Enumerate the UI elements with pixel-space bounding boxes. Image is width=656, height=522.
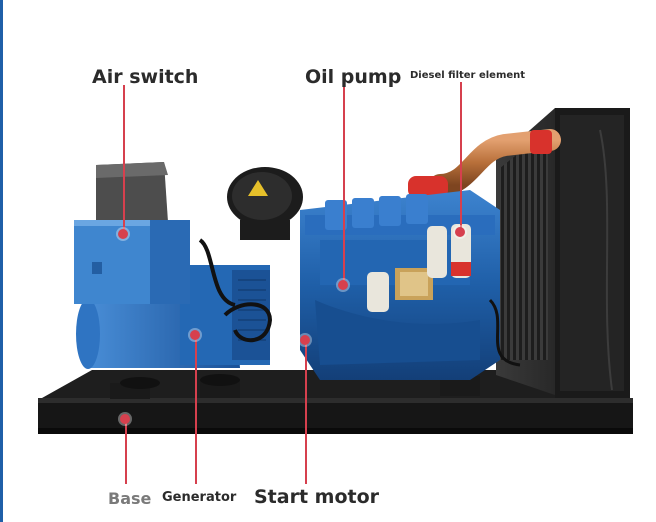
left-edge-accent bbox=[0, 0, 3, 522]
generator-label: Generator bbox=[162, 490, 237, 505]
base-leader bbox=[125, 422, 127, 484]
oil-filter bbox=[367, 272, 389, 312]
engine-block bbox=[300, 190, 500, 380]
air-switch-label: Air switch bbox=[92, 66, 199, 88]
diesel-filter-label: Diesel filter element bbox=[410, 70, 526, 81]
oil-pump-leader bbox=[343, 85, 345, 285]
oil-pump-marker bbox=[338, 280, 348, 290]
base-marker bbox=[120, 414, 130, 424]
base-label: Base bbox=[108, 489, 152, 508]
oil-pump-label: Oil pump bbox=[305, 66, 402, 88]
radiator bbox=[496, 108, 630, 398]
start-motor-marker bbox=[300, 335, 310, 345]
start-motor-label: Start motor bbox=[254, 486, 380, 508]
fuel-filter-1 bbox=[427, 226, 447, 278]
generator-leader bbox=[195, 338, 197, 484]
air-switch-marker bbox=[118, 229, 128, 239]
air-filter-housing bbox=[227, 167, 303, 240]
generator-marker bbox=[190, 330, 200, 340]
diesel-filter-marker bbox=[455, 227, 465, 237]
air-switch-leader bbox=[123, 85, 125, 233]
control-box bbox=[74, 162, 190, 304]
diesel-filter-leader bbox=[460, 82, 462, 232]
start-motor-leader bbox=[305, 343, 307, 484]
base-frame bbox=[38, 370, 633, 434]
